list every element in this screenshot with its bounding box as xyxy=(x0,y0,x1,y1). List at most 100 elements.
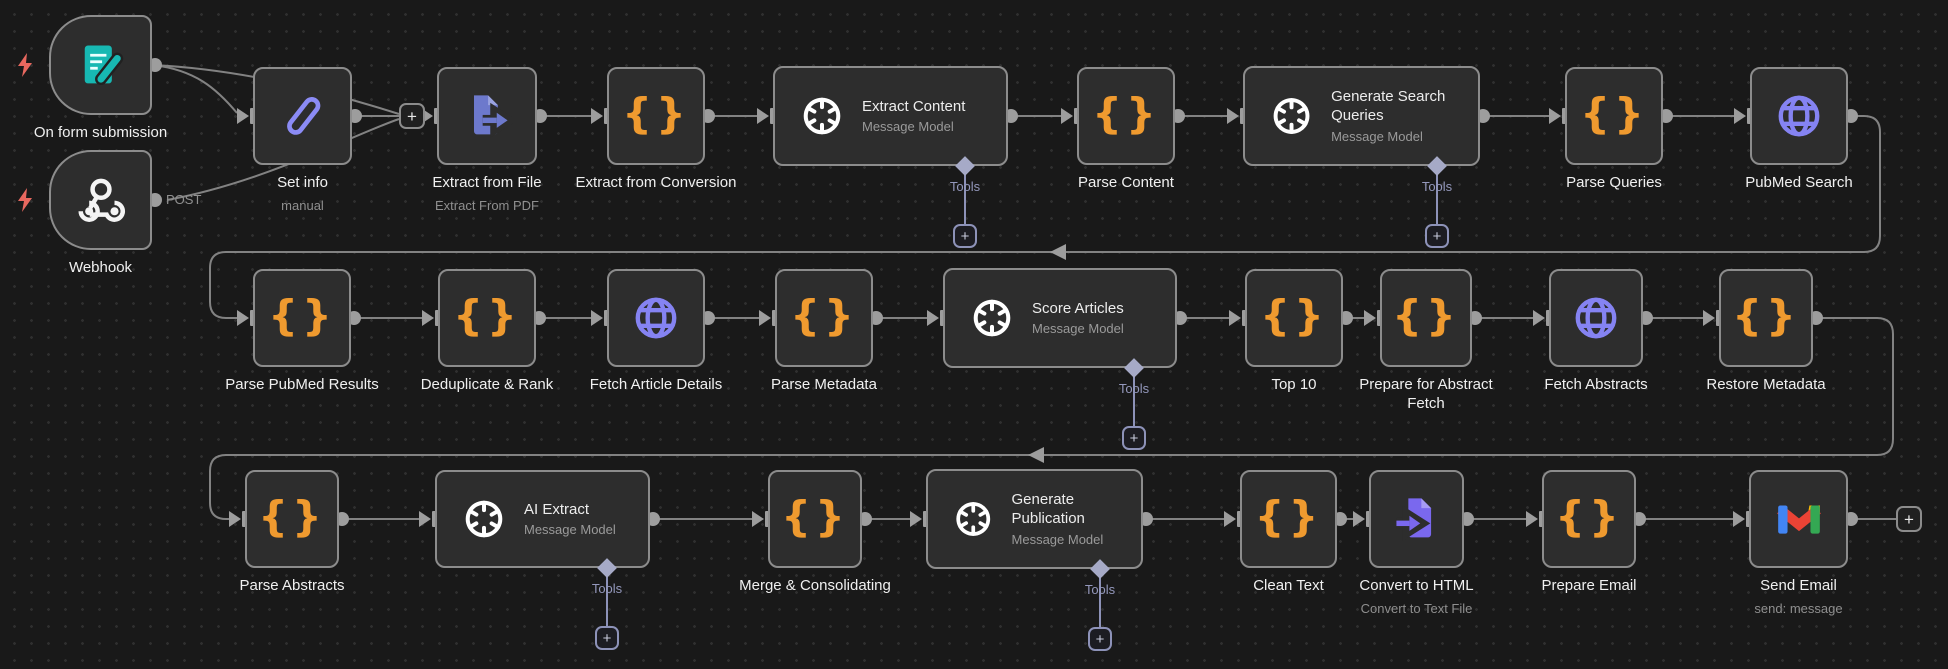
node-parse-pubmed-results[interactable]: {} xyxy=(253,269,351,367)
node-subtitle: send: message xyxy=(1754,600,1843,616)
add-tool-button[interactable]: + xyxy=(595,626,619,650)
node-extract-content[interactable]: Extract Content Message Model xyxy=(773,66,1008,166)
connection xyxy=(209,115,1881,319)
node-deduplicate-rank[interactable]: {} xyxy=(438,269,536,367)
node-on-form-submission[interactable] xyxy=(49,15,152,115)
code-braces-icon: {} xyxy=(1092,89,1160,138)
node-webhook[interactable] xyxy=(49,150,152,250)
node-clean-text[interactable]: {} xyxy=(1240,470,1337,568)
node-fetch-article-details[interactable] xyxy=(607,269,705,367)
tools-port-label: Tools xyxy=(591,581,623,596)
input-port-arrow-icon xyxy=(1533,310,1545,326)
node-parse-content[interactable]: {} xyxy=(1077,67,1175,165)
node-title: Clean Text xyxy=(1253,577,1324,594)
node-title: Set info xyxy=(277,174,328,191)
node-label: Clean Text xyxy=(1159,577,1419,596)
webhook-method-label: POST xyxy=(166,192,202,207)
input-port-arrow-icon xyxy=(591,310,603,326)
node-title: Score Articles xyxy=(1032,299,1124,317)
node-subtitle: Message Model xyxy=(862,119,954,135)
input-port-arrow-icon xyxy=(237,108,249,124)
node-label: Merge & Consolidating xyxy=(685,577,945,596)
input-port-arrow-icon xyxy=(1734,108,1746,124)
add-tool-button[interactable]: + xyxy=(1425,224,1449,248)
connection-arrow-icon xyxy=(1050,244,1066,260)
add-tool-button[interactable]: + xyxy=(1088,627,1112,651)
node-generate-search-queries[interactable]: Generate Search Queries Message Model xyxy=(1243,66,1480,166)
node-label: On form submission xyxy=(0,124,231,143)
add-node-button[interactable]: + xyxy=(399,103,425,129)
node-label: Restore Metadata xyxy=(1636,376,1896,395)
node-subtitle: Convert to Text File xyxy=(1360,600,1473,616)
node-set-info[interactable] xyxy=(253,67,352,165)
code-braces-icon: {} xyxy=(1732,291,1800,340)
node-title: Generate Publication xyxy=(1011,491,1085,527)
input-port-arrow-icon xyxy=(229,511,241,527)
node-top-10[interactable]: {} xyxy=(1245,269,1343,367)
input-port-arrow-icon xyxy=(1703,310,1715,326)
node-title: Parse Content xyxy=(1078,174,1174,191)
node-title: Fetch Abstracts xyxy=(1544,376,1648,393)
tools-port-label: Tools xyxy=(1084,582,1116,597)
tools-port-label: Tools xyxy=(1421,179,1453,194)
node-score-articles[interactable]: Score Articles Message Model xyxy=(943,268,1177,368)
node-label: Parse Queries xyxy=(1484,174,1744,193)
node-ai-extract[interactable]: AI Extract Message Model xyxy=(435,470,650,568)
add-tool-button[interactable]: + xyxy=(1122,426,1146,450)
node-subtitle: Message Model xyxy=(1331,128,1423,144)
node-header: Score Articles Message Model xyxy=(1032,300,1124,337)
node-generate-publication[interactable]: Generate Publication Message Model xyxy=(926,469,1143,569)
node-label: Prepare for Abstract Fetch xyxy=(1341,376,1511,414)
tools-port-label: Tools xyxy=(1118,381,1150,396)
gmail-icon xyxy=(1776,505,1821,534)
node-parse-abstracts[interactable]: {} xyxy=(245,470,339,568)
input-port-arrow-icon xyxy=(1364,310,1376,326)
node-extract-from-conversion[interactable]: {} xyxy=(607,67,705,165)
trigger-bolt-icon xyxy=(13,187,37,218)
node-title: Extract Content xyxy=(862,97,966,115)
input-port-arrow-icon xyxy=(237,310,249,326)
input-port-arrow-icon xyxy=(591,108,603,124)
node-title: Extract from Conversion xyxy=(575,174,737,191)
node-merge-consolidating[interactable]: {} xyxy=(768,470,862,568)
node-title: PubMed Search xyxy=(1745,174,1853,191)
node-restore-metadata[interactable]: {} xyxy=(1719,269,1813,367)
code-braces-icon: {} xyxy=(1392,291,1460,340)
node-convert-to-html[interactable] xyxy=(1369,470,1464,568)
node-title: Merge & Consolidating xyxy=(739,577,891,594)
node-label: Parse Metadata xyxy=(694,376,954,395)
node-prepare-for-abstract-fetch[interactable]: {} xyxy=(1380,269,1472,367)
node-send-email[interactable] xyxy=(1749,470,1848,568)
input-port-arrow-icon xyxy=(1549,108,1561,124)
input-port-arrow-icon xyxy=(752,511,764,527)
node-parse-queries[interactable]: {} xyxy=(1565,67,1663,165)
input-port-arrow-icon xyxy=(759,310,771,326)
node-parse-metadata[interactable]: {} xyxy=(775,269,873,367)
node-title: Webhook xyxy=(68,259,133,276)
openai-icon xyxy=(973,299,1011,337)
input-port-arrow-icon xyxy=(757,108,769,124)
add-node-button[interactable]: + xyxy=(1896,506,1922,532)
node-extract-from-file[interactable] xyxy=(437,67,537,165)
node-fetch-abstracts[interactable] xyxy=(1549,269,1643,367)
file-export-icon xyxy=(474,95,513,138)
node-title: AI Extract xyxy=(524,500,590,518)
node-label: Fetch Article Details xyxy=(526,376,786,395)
node-label: Webhook xyxy=(0,259,231,278)
input-port-arrow-icon xyxy=(927,310,939,326)
node-title: Parse Abstracts xyxy=(239,577,345,594)
node-title: Generate Search Queries xyxy=(1331,88,1446,124)
node-label: Top 10 xyxy=(1164,376,1424,395)
node-label: Prepare Email xyxy=(1459,577,1719,596)
add-tool-button[interactable]: + xyxy=(953,224,977,248)
node-header: AI Extract Message Model xyxy=(524,501,616,538)
node-label: Deduplicate & Rank xyxy=(357,376,617,395)
node-prepare-email[interactable]: {} xyxy=(1542,470,1636,568)
code-braces-icon: {} xyxy=(781,492,849,541)
node-pubmed-search[interactable] xyxy=(1750,67,1848,165)
node-subtitle: manual xyxy=(281,197,324,213)
openai-icon xyxy=(1273,98,1310,134)
